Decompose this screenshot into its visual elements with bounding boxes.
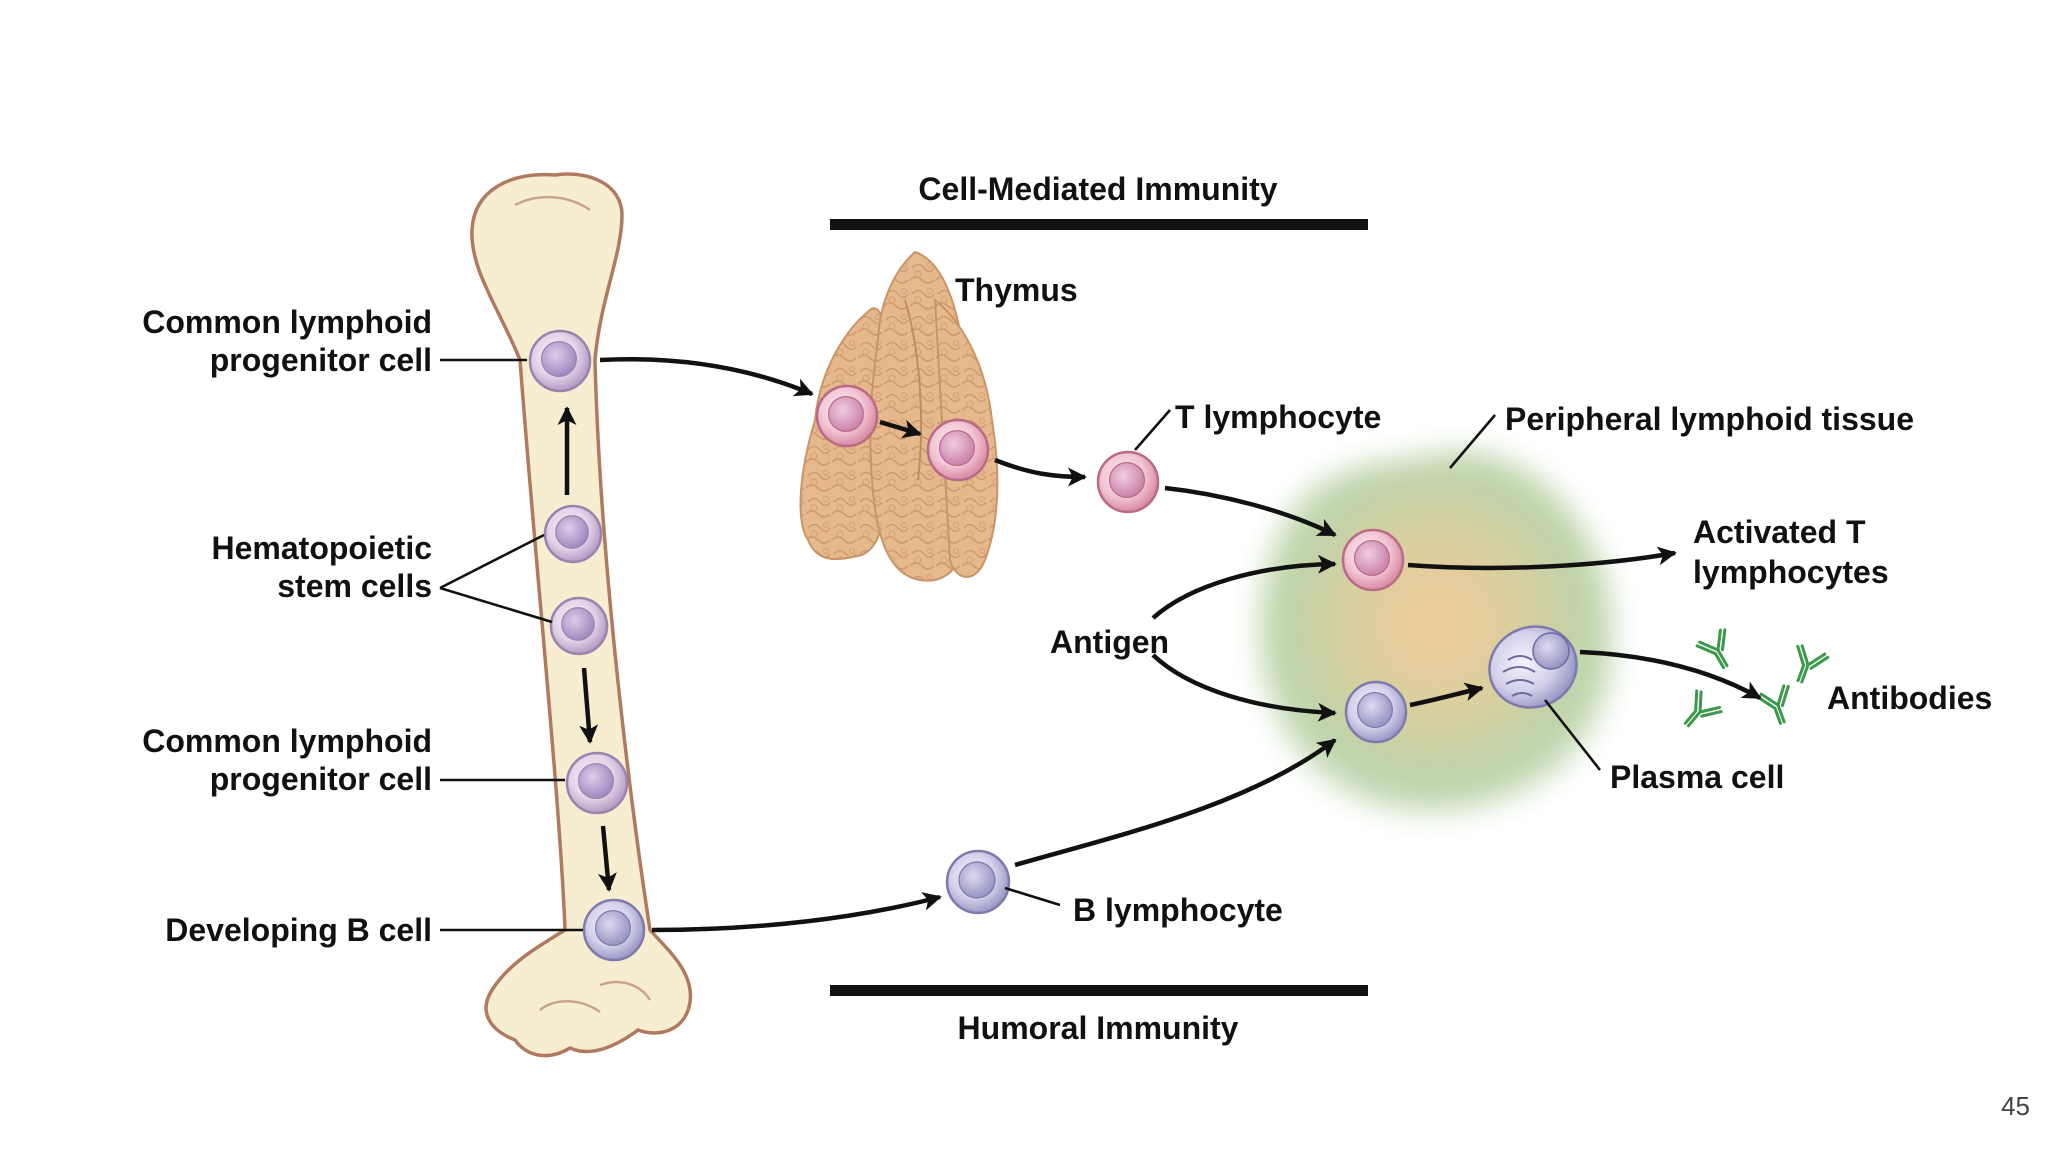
activated-t-cell-icon xyxy=(1341,528,1405,592)
arrow-clp-down xyxy=(598,825,617,892)
arrow-b-to-plasma xyxy=(1409,682,1484,708)
cell-mediated-heading: Cell-Mediated Immunity xyxy=(918,171,1277,207)
developing-b-cell-icon xyxy=(582,898,646,962)
thymus-cell-1-icon xyxy=(815,384,879,448)
label-plasma-cell: Plasma cell xyxy=(1610,759,1784,795)
label-hsc-line2: stem cells xyxy=(277,568,432,604)
label-antigen: Antigen xyxy=(1050,624,1169,660)
arrow-activated-t xyxy=(1407,546,1677,571)
label-thymus: Thymus xyxy=(955,272,1078,308)
clp-bottom-cell-icon xyxy=(565,751,629,815)
page-number: 45 xyxy=(2001,1091,2030,1121)
label-clp-top-line2: progenitor cell xyxy=(210,342,432,378)
label-antibodies: Antibodies xyxy=(1827,680,1992,716)
b-lymphocyte-cell-icon xyxy=(945,849,1011,915)
arrow-antigen-to-b xyxy=(1151,653,1337,722)
label-clp-bottom-line1: Common lymphoid xyxy=(142,723,432,759)
t-lymphocyte-cell-icon xyxy=(1096,450,1160,514)
leader-lines xyxy=(439,358,1602,932)
arrow-hsc-down xyxy=(579,667,599,744)
label-activated-t-line2: lymphocytes xyxy=(1693,554,1889,590)
plasma-cell-icon xyxy=(1488,625,1578,709)
arrow-thymus-to-tcell xyxy=(994,457,1087,487)
hsc-cell-2-icon xyxy=(549,596,609,656)
label-clp-bottom-line2: progenitor cell xyxy=(210,761,432,797)
label-b-lymphocyte: B lymphocyte xyxy=(1073,892,1283,928)
label-peripheral-tissue: Peripheral lymphoid tissue xyxy=(1505,401,1914,437)
arrow-antigen-to-t xyxy=(1151,554,1337,620)
label-activated-t-line1: Activated T xyxy=(1693,514,1866,550)
antibody-icon xyxy=(1756,684,1790,725)
arrow-dev-b-to-blymph xyxy=(651,892,942,933)
arrow-tcell-to-tissue xyxy=(1164,485,1337,538)
thymus-cell-2-icon xyxy=(926,418,990,482)
b-cell-in-tissue-icon xyxy=(1344,680,1408,744)
antibody-icon xyxy=(1695,628,1729,670)
arrow-clp-to-thymus xyxy=(599,356,814,397)
cell-mediated-bar xyxy=(830,219,1368,230)
antibody-icon xyxy=(1683,689,1723,728)
antibody-icon xyxy=(1796,644,1830,684)
arrow-blymph-to-tissue xyxy=(1014,738,1337,868)
humoral-heading: Humoral Immunity xyxy=(958,1010,1239,1046)
labels: Common lymphoid progenitor cell Hematopo… xyxy=(142,272,1992,948)
label-clp-top-line1: Common lymphoid xyxy=(142,304,432,340)
flow-arrows xyxy=(557,356,1762,933)
arrow-thymus-internal xyxy=(879,419,922,439)
arrow-plasma-to-antibodies xyxy=(1579,649,1762,700)
humoral-bar xyxy=(830,985,1368,996)
label-hsc-line1: Hematopoietic xyxy=(212,530,432,566)
label-developing-b: Developing B cell xyxy=(165,912,432,948)
antibodies-group xyxy=(1683,628,1830,728)
clp-top-cell-icon xyxy=(528,329,592,393)
hsc-cell-1-icon xyxy=(543,504,603,564)
label-t-lymphocyte: T lymphocyte xyxy=(1175,399,1381,435)
